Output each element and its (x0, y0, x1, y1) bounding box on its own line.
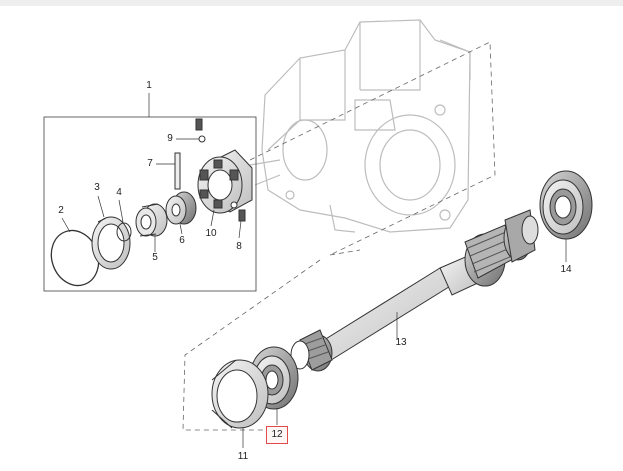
seal-ring (211, 359, 269, 429)
differential-group-box (43, 116, 257, 292)
set-screw-lower (230, 201, 246, 222)
callout-7: 7 (147, 158, 153, 169)
leader-6 (179, 223, 183, 235)
callout-1: 1 (146, 80, 152, 91)
callout-13: 13 (395, 337, 407, 348)
callout-8: 8 (236, 241, 242, 252)
case-housing-ghost (249, 19, 471, 233)
bearing-cup (91, 216, 131, 270)
callout-4: 4 (116, 187, 122, 198)
pin (174, 152, 181, 190)
roller-bearing (135, 203, 168, 237)
set-screw-upper (195, 118, 206, 143)
leader-10 (210, 209, 215, 227)
washer (116, 222, 132, 242)
leader-2 (61, 217, 71, 233)
callout-11: 11 (237, 451, 249, 462)
callout-9: 9 (167, 133, 173, 144)
callout-6: 6 (179, 235, 185, 246)
top-bar (0, 0, 623, 6)
ball-bearing (539, 170, 593, 240)
callout-2: 2 (58, 205, 64, 216)
leader-8 (238, 220, 242, 239)
callout-3: 3 (94, 182, 100, 193)
dashed-frame-lower (182, 249, 361, 431)
pinion-gear (165, 191, 197, 225)
callout-14: 14 (560, 264, 572, 275)
callout-10: 10 (205, 228, 217, 239)
dashed-frame-upper (249, 41, 496, 256)
drive-shaft (290, 209, 539, 372)
callout-5: 5 (152, 252, 158, 263)
leader-3 (97, 195, 105, 218)
differential-housing (197, 149, 253, 214)
callout-12-highlighted[interactable]: 12 (266, 426, 288, 444)
leader-4 (118, 199, 124, 223)
